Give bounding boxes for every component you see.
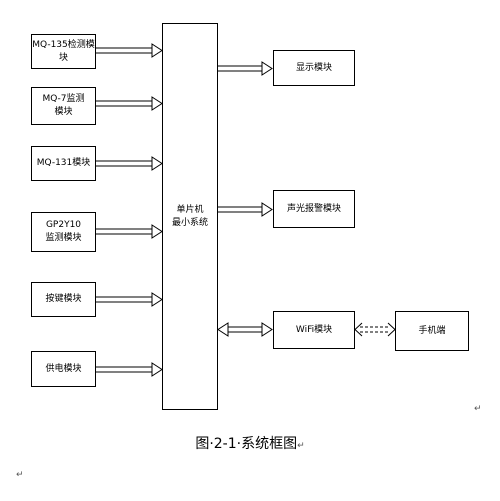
keys-module-box: 按键模块 [31,282,96,317]
mq7-module-box: MQ-7监测 模块 [31,87,96,125]
arrow-mq7-to-mcu [96,96,163,111]
caption-paragraph-mark: ↵ [297,441,305,451]
mcu-minimum-system-box: 单片机 最小系统 [162,23,218,410]
paragraph-mark-right: ↵ [474,404,482,414]
arrow-mcu-to-display [218,61,273,76]
display-module-box: 显示模块 [273,50,355,86]
power-module-box: 供电模块 [31,351,96,387]
wireless-link-wifi-phone [354,322,396,337]
wifi-module-box: WiFi模块 [273,311,355,349]
arrow-mq135-to-mcu [96,43,163,58]
phone-terminal-box: 手机端 [395,311,469,351]
arrow-mq131-to-mcu [96,156,163,171]
arrow-mcu-to-alarm [218,202,273,217]
arrow-mcu-wifi-bidirectional [217,322,273,337]
arrow-keys-to-mcu [96,292,163,307]
arrow-gp2y10-to-mcu [96,224,163,239]
alarm-module-box: 声光报警模块 [273,190,355,228]
gp2y10-module-box: GP2Y10 监测模块 [31,212,96,252]
mq131-module-box: MQ-131模块 [31,146,96,181]
mq135-module-box: MQ-135检测模块 [31,34,96,69]
figure-caption: 图·2-1·系统框图↵ [0,433,500,453]
figure-caption-text: 图·2-1·系统框图 [195,436,298,452]
arrow-power-to-mcu [96,362,163,377]
paragraph-mark-left: ↵ [16,470,24,480]
